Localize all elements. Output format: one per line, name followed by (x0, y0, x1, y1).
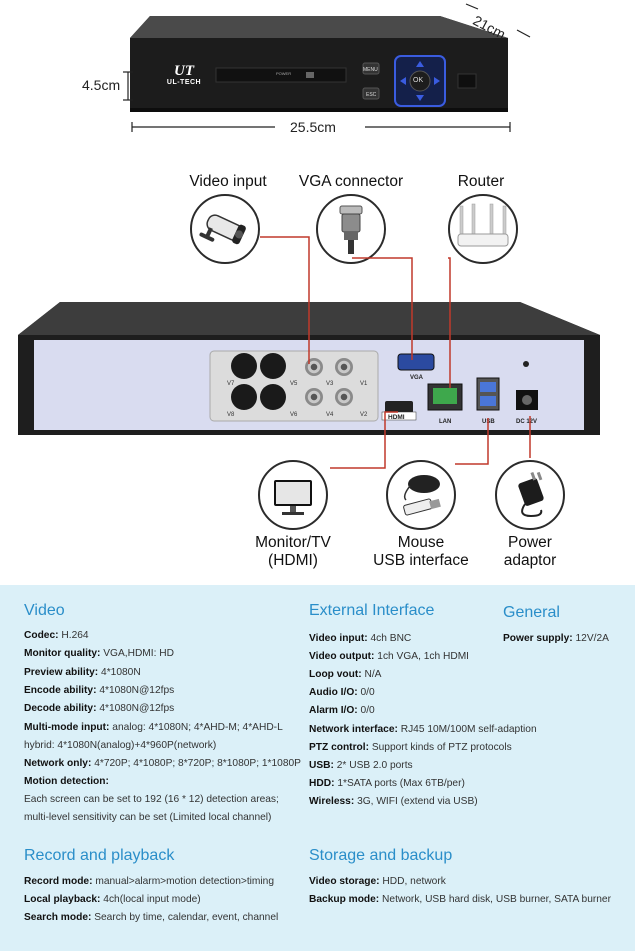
spec-row: Video input: 4ch BNC (309, 633, 412, 644)
section-heading-general: General (503, 604, 560, 621)
spec-row: USB: 2* USB 2.0 ports (309, 760, 413, 771)
section-heading-storage: Storage and backup (309, 847, 453, 864)
menu-button: MENU (363, 67, 378, 73)
spec-row: Encode ability: 4*1080N@12fps (24, 685, 175, 696)
spec-row: Search mode: Search by time, calendar, e… (24, 912, 279, 923)
spec-row: Power supply: 12V/2A (503, 633, 609, 644)
product-illustration: UT UL-TECH POWER MENU ESC OK 4.5cm 25.5c… (18, 3, 600, 569)
spec-row: Network interface: RJ45 10M/100M self-ad… (309, 724, 537, 735)
spec-row: Codec: H.264 (24, 630, 89, 641)
spec-row: Wireless: 3G, WIFI (extend via USB) (309, 796, 478, 807)
camera-icon (190, 194, 260, 264)
spec-row: Video output: 1ch VGA, 1ch HDMI (309, 651, 470, 662)
vga-connector-icon (316, 194, 386, 264)
spec-panel: Video Codec: H.264 Monitor quality: VGA,… (0, 585, 635, 951)
label-mouse: Mouse USB interface (373, 534, 469, 569)
dimension-height: 4.5cm (82, 77, 121, 93)
spec-row: multi-level sensitivity can be set (Limi… (24, 812, 272, 823)
spec-row: Decode ability: 4*1080N@12fps (24, 703, 175, 714)
section-heading-record: Record and playback (24, 847, 175, 864)
spec-row: hybrid: 4*1080N(analog)+4*960P(network) (24, 740, 217, 751)
label-monitor: Monitor/TV (HDMI) (255, 534, 331, 569)
port-label-v3: V3 (326, 381, 334, 387)
port-label-v2: V2 (360, 412, 368, 418)
mouse-usb-icon (386, 460, 456, 530)
spec-row: Loop vout: N/A (309, 669, 382, 680)
dimension-width: 25.5cm (290, 119, 336, 135)
spec-row: Video storage: HDD, network (309, 876, 446, 887)
esc-button: ESC (366, 92, 377, 98)
spec-row: Backup mode: Network, USB hard disk, USB… (309, 894, 611, 905)
bnc-port-v2 (335, 388, 353, 406)
port-label-v6: V6 (290, 412, 298, 418)
spec-row: Alarm I/O: 0/0 (309, 705, 375, 716)
port-label-v4: V4 (326, 412, 334, 418)
bnc-port-v6 (305, 388, 323, 406)
dvr-front-view (130, 16, 508, 112)
port-label-vga: VGA (410, 375, 424, 381)
dimension-lines (123, 3, 531, 132)
router-icon (448, 194, 518, 264)
label-vga-connector: VGA connector (298, 173, 404, 190)
power-label: POWER (276, 71, 292, 76)
spec-row: Monitor quality: VGA,HDMI: HD (24, 648, 175, 659)
brand-logo: UT UL-TECH (166, 63, 202, 87)
label-router: Router (457, 173, 505, 190)
spec-row: PTZ control: Support kinds of PTZ protoc… (309, 742, 512, 753)
label-power-adaptor: Power adaptor (503, 534, 557, 569)
spec-row: Audio I/O: 0/0 (309, 687, 375, 698)
port-label-v5: V5 (290, 381, 298, 387)
spec-row: HDD: 1*SATA ports (Max 6TB/per) (309, 778, 465, 789)
label-video-input: Video input (189, 173, 267, 190)
power-adaptor-icon (495, 460, 565, 530)
ok-button: OK (413, 77, 424, 84)
section-heading-video: Video (24, 602, 65, 619)
spec-row: Multi-mode input: analog: 4*1080N; 4*AHD… (24, 722, 283, 733)
spec-row: Local playback: 4ch(local input mode) (24, 894, 201, 905)
spec-row: Motion detection: (24, 776, 109, 787)
connector-lines (260, 236, 531, 469)
port-label-v1: V1 (360, 381, 368, 387)
spec-row: Network only: 4*720P; 4*1080P; 8*720P; 8… (24, 758, 301, 769)
spec-row: Each screen can be set to 192 (16 * 12) … (24, 794, 279, 805)
spec-row: Preview ability: 4*1080N (24, 667, 141, 678)
bnc-port-v1 (335, 358, 353, 376)
port-label-v7: V7 (227, 381, 235, 387)
port-label-v8: V8 (227, 412, 235, 418)
port-label-lan: LAN (439, 419, 452, 425)
port-label-hdmi: HDMI (388, 414, 405, 421)
spec-row: Record mode: manual>alarm>motion detecti… (24, 876, 275, 887)
section-heading-external: External Interface (309, 602, 435, 619)
port-label-dc: DC 12V (516, 419, 538, 425)
monitor-icon (258, 460, 328, 530)
